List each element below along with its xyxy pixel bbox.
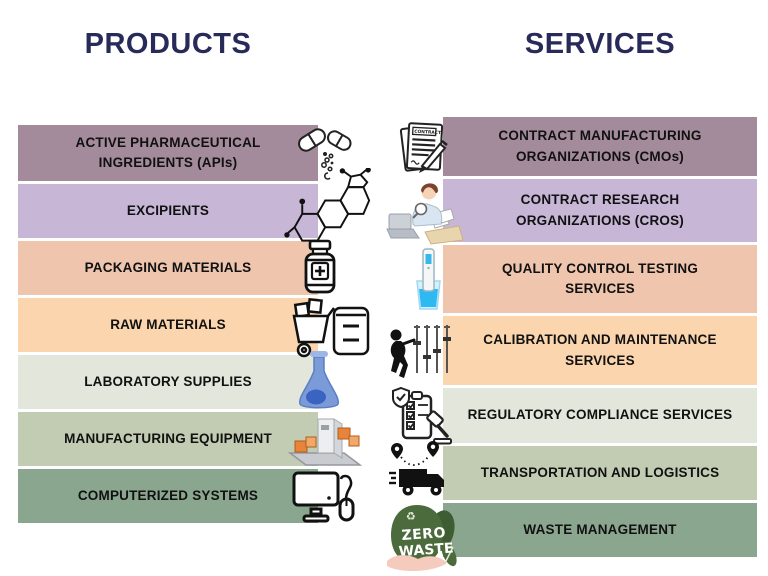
products-title: PRODUCTS bbox=[84, 28, 252, 60]
medicine-bottle-icon bbox=[300, 239, 340, 297]
service-row: CONTRACT RESEARCH ORGANIZATIONS (CROS) bbox=[386, 179, 757, 245]
services-column: CONTRACT MANUFACTURING ORGANIZATIONS (CM… bbox=[386, 117, 757, 572]
test-sample-icon bbox=[410, 247, 446, 311]
product-row: EXCIPIENTS bbox=[18, 168, 371, 242]
product-row: MANUFACTURING EQUIPMENT bbox=[18, 412, 363, 466]
product-row-label: LABORATORY SUPPLIES bbox=[84, 373, 252, 389]
product-row: ACTIVE PHARMACEUTICAL INGREDIENTS (APIs) bbox=[18, 125, 352, 181]
contract-document-icon: CONTRACT bbox=[397, 117, 451, 177]
service-row: CALIBRATION AND MAINTENANCE SERVICES bbox=[390, 316, 757, 385]
products-column: ACTIVE PHARMACEUTICAL INGREDIENTS (APIs)… bbox=[18, 125, 371, 523]
service-row: TRANSPORTATION AND LOGISTICS bbox=[389, 441, 757, 500]
product-row-label: EXCIPIENTS bbox=[126, 202, 210, 218]
computer-monitor-icon bbox=[292, 469, 356, 527]
materials-cart-icon bbox=[286, 288, 372, 360]
service-row: CONTRACT MANUFACTURING ORGANIZATIONS (CM… bbox=[399, 117, 757, 176]
product-row-label: ACTIVE PHARMACEUTICAL INGREDIENTS (APIs) bbox=[75, 134, 261, 170]
lab-flask-icon bbox=[294, 349, 344, 413]
svg-text:ZERO: ZERO bbox=[401, 525, 446, 544]
delivery-truck-icon bbox=[389, 441, 453, 503]
service-row-label: QUALITY CONTROL TESTING SERVICES bbox=[501, 260, 699, 296]
capsule-pills-icon bbox=[294, 124, 354, 182]
product-row-label: PACKAGING MATERIALS bbox=[84, 259, 252, 275]
product-row: LABORATORY SUPPLIES bbox=[18, 351, 339, 409]
product-row-label: COMPUTERIZED SYSTEMS bbox=[77, 487, 259, 503]
compliance-checklist-icon bbox=[391, 386, 453, 446]
molecule-icon bbox=[282, 168, 376, 254]
product-row: COMPUTERIZED SYSTEMS bbox=[18, 469, 355, 523]
service-row-label: CONTRACT MANUFACTURING ORGANIZATIONS (CM… bbox=[498, 128, 702, 164]
service-row-label: TRANSPORTATION AND LOGISTICS bbox=[480, 464, 720, 480]
service-row-label: CONTRACT RESEARCH ORGANIZATIONS (CROS) bbox=[516, 192, 684, 228]
product-row: RAW MATERIALS bbox=[18, 298, 370, 358]
conveyor-machine-icon bbox=[288, 415, 366, 471]
svg-text:♻: ♻ bbox=[406, 510, 416, 523]
zero-waste-icon: ♻ ZERO WASTE bbox=[383, 497, 463, 573]
service-row-label: CALIBRATION AND MAINTENANCE SERVICES bbox=[483, 332, 717, 368]
service-row-label: WASTE MANAGEMENT bbox=[523, 521, 677, 537]
product-row-label: RAW MATERIALS bbox=[110, 316, 226, 332]
service-row: REGULATORY COMPLIANCE SERVICES bbox=[392, 386, 757, 445]
product-row: PACKAGING MATERIALS bbox=[18, 239, 336, 295]
service-row-label: REGULATORY COMPLIANCE SERVICES bbox=[467, 407, 733, 423]
product-row-label: MANUFACTURING EQUIPMENT bbox=[64, 430, 272, 446]
svg-text:WASTE: WASTE bbox=[398, 540, 454, 560]
service-row: WASTE MANAGEMENT ♻ ZERO WASTE bbox=[387, 503, 757, 572]
svg-text:CONTRACT: CONTRACT bbox=[414, 129, 441, 136]
services-title: SERVICES bbox=[524, 28, 676, 60]
service-row: QUALITY CONTROL TESTING SERVICES bbox=[416, 245, 757, 313]
calibration-icon bbox=[387, 323, 453, 381]
researcher-icon bbox=[385, 178, 465, 246]
